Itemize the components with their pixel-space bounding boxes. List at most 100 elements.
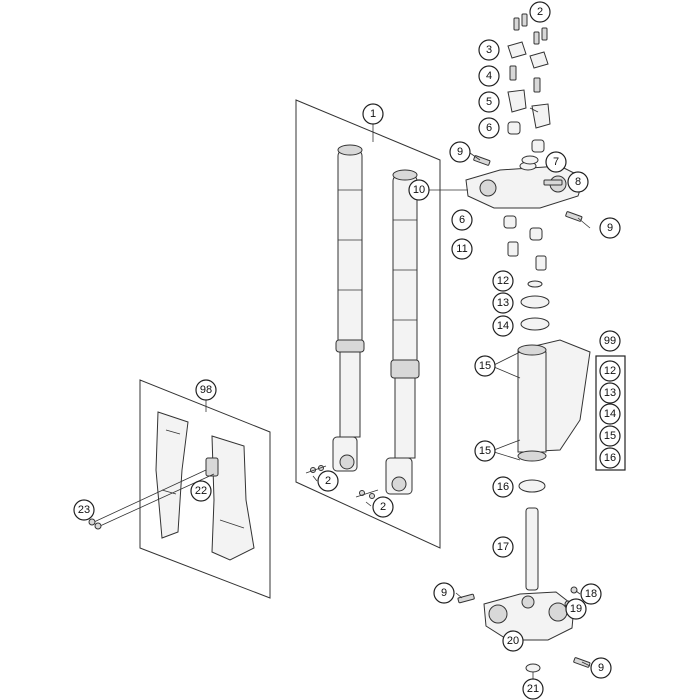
svg-text:7: 7	[553, 156, 559, 168]
callout-9-a: 9	[449, 141, 471, 163]
callout-12: 12	[492, 270, 514, 292]
svg-text:17: 17	[497, 541, 509, 553]
svg-text:1: 1	[370, 108, 376, 120]
svg-text:16: 16	[604, 452, 616, 464]
svg-text:6: 6	[486, 122, 492, 134]
callout-6-top: 6	[478, 117, 500, 139]
callout-99: 99	[599, 330, 621, 352]
svg-text:23: 23	[78, 504, 90, 516]
callout-8: 8	[567, 171, 589, 193]
svg-text:2: 2	[380, 501, 386, 513]
kit-99-item-14: 14	[599, 403, 621, 425]
fork-screws-a	[305, 465, 327, 482]
bottom-cap	[525, 663, 541, 673]
kit-99-item-12: 12	[599, 360, 621, 382]
callout-11: 11	[451, 238, 473, 260]
frame-head-tube	[517, 339, 591, 462]
fork-guards-panel	[139, 379, 271, 599]
kit-99-item-13: 13	[599, 382, 621, 404]
svg-text:3: 3	[486, 44, 492, 56]
svg-text:19: 19	[570, 603, 582, 615]
svg-text:16: 16	[497, 481, 509, 493]
svg-text:15: 15	[479, 360, 491, 372]
callout-9-d: 9	[590, 657, 612, 679]
callout-4: 4	[478, 65, 500, 87]
bearing-lower	[518, 479, 546, 493]
steering-nut	[521, 155, 539, 165]
svg-text:9: 9	[457, 146, 463, 158]
handlebar-clamp-lower	[507, 89, 551, 129]
svg-text:11: 11	[456, 243, 467, 255]
svg-text:8: 8	[575, 176, 581, 188]
kit-99-bracket	[595, 355, 626, 471]
callout-16: 16	[492, 476, 514, 498]
rubber-bushings-mid	[503, 215, 543, 241]
callout-1: 1	[362, 103, 384, 125]
callout-15-a: 15	[474, 355, 496, 377]
svg-text:10: 10	[413, 184, 425, 196]
clamp-bolts	[509, 65, 541, 93]
svg-text:2: 2	[325, 475, 331, 487]
svg-text:12: 12	[497, 275, 509, 287]
svg-text:9: 9	[598, 662, 604, 674]
svg-text:15: 15	[604, 430, 616, 442]
pinch-bolts-lower	[457, 593, 591, 668]
svg-text:22: 22	[195, 485, 207, 497]
side-bolt	[543, 179, 563, 186]
svg-text:9: 9	[607, 222, 613, 234]
svg-text:5: 5	[486, 96, 492, 108]
callout-2-fork-a: 2	[317, 470, 339, 492]
spacer-sleeves	[507, 241, 547, 271]
svg-text:14: 14	[604, 408, 616, 420]
callout-9-b: 9	[599, 217, 621, 239]
handlebar-clamp-upper	[507, 41, 549, 69]
callout-7: 7	[545, 151, 567, 173]
callout-5: 5	[478, 91, 500, 113]
svg-text:20: 20	[507, 635, 519, 647]
callout-3: 3	[478, 39, 500, 61]
callout-17: 17	[492, 536, 514, 558]
fork-legs-panel	[295, 99, 441, 549]
lower-triple-clamp	[483, 591, 575, 641]
steering-stem	[525, 507, 539, 591]
callout-10: 10	[408, 179, 430, 201]
svg-text:14: 14	[497, 320, 509, 332]
callout-98: 98	[195, 379, 217, 401]
fork-screws-b	[355, 489, 379, 507]
callout-6-mid: 6	[451, 209, 473, 231]
svg-text:99: 99	[604, 335, 616, 347]
kit-99-item-15: 15	[599, 425, 621, 447]
svg-text:13: 13	[497, 297, 509, 309]
left-fork-leg	[332, 144, 365, 472]
callout-14: 14	[492, 315, 514, 337]
svg-text:2: 2	[537, 6, 543, 18]
right-fork-leg	[385, 169, 420, 495]
bearing-stack-upper	[520, 280, 550, 331]
handlebar-clamp-screws	[513, 13, 548, 45]
svg-text:21: 21	[527, 683, 539, 695]
callout-21: 21	[522, 678, 544, 700]
rubber-bushings-top	[507, 121, 545, 153]
callout-18: 18	[580, 583, 602, 605]
callout-19: 19	[565, 598, 587, 620]
svg-text:18: 18	[585, 588, 597, 600]
callout-15-b: 15	[474, 440, 496, 462]
callout-20: 20	[502, 630, 524, 652]
svg-text:4: 4	[486, 70, 492, 82]
callout-2-fork-b: 2	[372, 496, 394, 518]
svg-text:98: 98	[200, 384, 212, 396]
callout-23: 23	[73, 499, 95, 521]
svg-text:13: 13	[604, 387, 616, 399]
upper-triple-clamp	[465, 161, 585, 209]
svg-text:9: 9	[441, 587, 447, 599]
kit-99-item-16: 16	[599, 447, 621, 469]
callout-13: 13	[492, 292, 514, 314]
callout-22: 22	[190, 480, 212, 502]
callout-2-top: 2	[529, 1, 551, 23]
svg-text:6: 6	[459, 214, 465, 226]
callout-9-c: 9	[433, 582, 455, 604]
left-fork-guard	[155, 411, 189, 539]
right-fork-guard	[205, 435, 255, 561]
